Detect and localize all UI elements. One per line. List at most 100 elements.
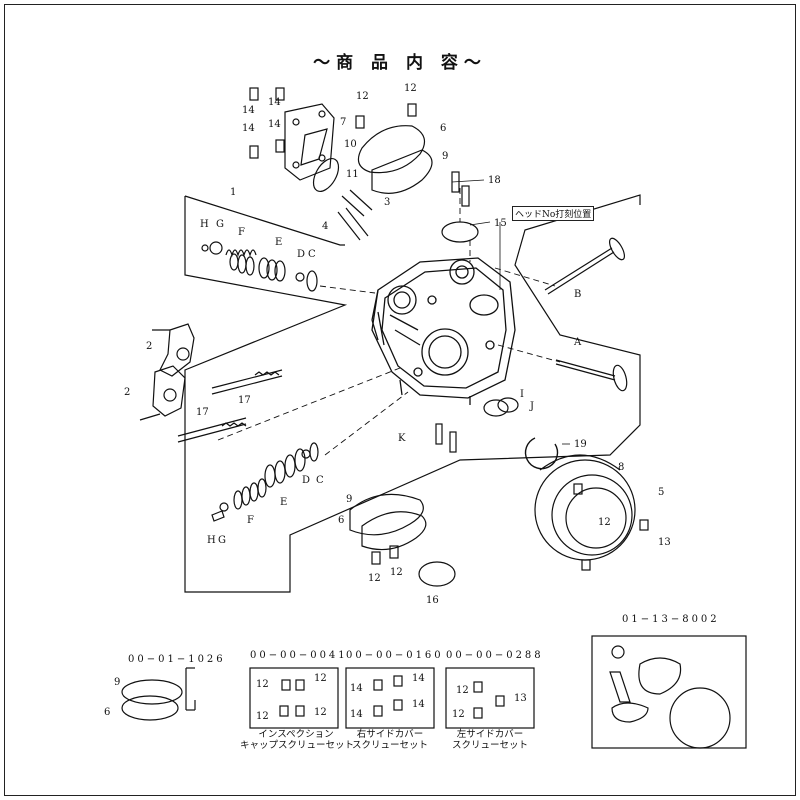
kit-k1-label-9: 9	[114, 677, 121, 688]
label-10: 10	[344, 139, 357, 150]
kit-k1-label-6: 6	[104, 707, 111, 718]
valve-b	[544, 237, 625, 295]
label-4: 4	[322, 221, 329, 232]
kit-k2-label: 12	[256, 711, 269, 722]
label-14a: 14	[242, 105, 255, 116]
label-A: A	[574, 337, 582, 348]
label-Db: D	[302, 475, 311, 486]
kit-bolts	[279, 675, 505, 719]
rocker-shaft-upper	[211, 369, 283, 395]
kit-k3-label: 14	[350, 683, 363, 694]
label-17b: 17	[196, 407, 209, 418]
side-cover-7	[284, 103, 340, 192]
head-number-marker: ヘッドNo打刻位置	[512, 206, 595, 221]
label-12d: 12	[390, 567, 403, 578]
kit-k4-code: 00−00−0288	[446, 650, 544, 661]
label-7: 7	[340, 117, 347, 128]
kit-k1-drawing	[121, 667, 196, 721]
kit-k4-label: 12	[452, 709, 465, 720]
label-1: 1	[230, 187, 237, 198]
label-K: K	[398, 433, 406, 444]
kit-k3-box	[345, 667, 435, 729]
label-14c: 14	[242, 123, 255, 134]
side-cover-5	[534, 454, 649, 571]
label-16: 16	[426, 595, 439, 606]
label-17a: 17	[238, 395, 251, 406]
label-2b: 2	[124, 387, 131, 398]
kit-k4-caption-line1: 左サイドカバー	[456, 729, 524, 740]
studs-18	[451, 171, 470, 207]
label-Hb: H	[207, 535, 216, 546]
label-19: 19	[574, 439, 587, 450]
label-Ga: G	[216, 219, 224, 230]
label-13: 13	[658, 537, 671, 548]
label-J: J	[530, 401, 535, 412]
label-2a: 2	[146, 341, 153, 352]
label-12e: 12	[598, 517, 611, 528]
label-14b: 14	[268, 97, 281, 108]
label-3: 3	[384, 197, 391, 208]
kit-k3-label: 14	[412, 673, 425, 684]
label-Ea: E	[275, 237, 283, 248]
kit-k4-label: 12	[456, 685, 469, 696]
rocker-arm-upper	[152, 323, 195, 377]
kit-k4-caption-line2: スクリューセット	[451, 740, 528, 751]
label-5: 5	[658, 487, 665, 498]
label-15: 15	[494, 218, 507, 229]
valve-a	[555, 359, 628, 392]
label-9a: 9	[442, 151, 449, 162]
label-I: I	[520, 389, 524, 400]
kit-k2-box	[249, 667, 339, 729]
rocker-shaft-lower	[177, 417, 247, 443]
label-Cb: C	[316, 475, 324, 486]
bolts-14	[249, 87, 285, 159]
label-14d: 14	[268, 119, 281, 130]
label-Ha: H	[200, 219, 209, 230]
label-12b: 12	[404, 83, 417, 94]
kit-k3-label: 14	[350, 709, 363, 720]
kit-k2-label: 12	[256, 679, 269, 690]
label-11: 11	[346, 169, 359, 180]
label-18: 18	[488, 175, 501, 186]
label-6a: 6	[440, 123, 447, 134]
label-B: B	[574, 289, 582, 300]
rocker-arm-lower	[139, 365, 186, 421]
assembly-outline	[184, 194, 641, 593]
cylinder-head	[371, 257, 516, 405]
kit-k3-caption-line2: スクリューセット	[351, 740, 428, 751]
inspection-cap-upper	[355, 103, 433, 194]
label-Gb: G	[218, 535, 226, 546]
label-9b: 9	[346, 494, 353, 505]
kit-k5-code: 01−13−8002	[622, 614, 720, 625]
studs-k	[435, 423, 457, 453]
label-12a: 12	[356, 91, 369, 102]
gasket-15	[441, 221, 479, 243]
pushrods	[337, 189, 373, 241]
kit-k2-label: 12	[314, 673, 327, 684]
circlip-19	[524, 437, 559, 470]
label-Eb: E	[280, 497, 288, 508]
page-title: 〜商 品 内 容〜	[313, 53, 487, 73]
label-Fb: F	[247, 515, 254, 526]
seals-i-j	[483, 397, 519, 417]
kit-k4-label: 13	[514, 693, 527, 704]
kit-k2-label: 12	[314, 707, 327, 718]
label-8: 8	[618, 462, 625, 473]
kit-k4-box	[445, 667, 535, 729]
label-Fa: F	[238, 227, 245, 238]
label-6b: 6	[338, 515, 345, 526]
kit-k1-code: 00−01−1026	[128, 654, 226, 665]
kit-k2-code: 00−00−0041	[250, 650, 348, 661]
kit-k3-label: 14	[412, 699, 425, 710]
label-12c: 12	[368, 573, 381, 584]
kit-k3-code: 00−00−0160	[346, 650, 444, 661]
kit-k5-box	[591, 635, 747, 749]
inspection-cap-lower	[349, 493, 427, 565]
oring-16	[418, 561, 456, 587]
valve-spring-upper	[201, 241, 318, 292]
valve-spring-lower	[211, 442, 319, 522]
diagram-border	[4, 4, 796, 796]
kit-k2-caption-line1: インスペクション	[258, 729, 334, 740]
